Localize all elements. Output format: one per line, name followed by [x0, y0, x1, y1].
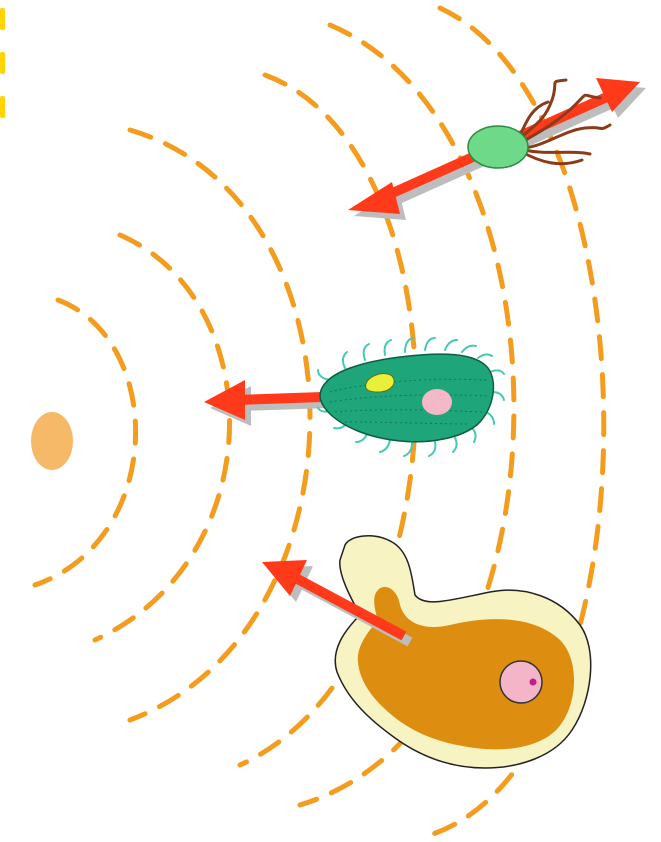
gradient-wave — [95, 235, 230, 640]
corner-mark — [0, 8, 5, 30]
ciliate-nucleus — [422, 389, 452, 415]
ciliate — [204, 338, 504, 456]
gradient-wave — [130, 130, 310, 720]
corner-mark — [0, 52, 5, 74]
amoeba — [262, 536, 591, 768]
corner-marks — [0, 8, 5, 118]
flagellate-body — [468, 126, 528, 168]
ciliate-body — [320, 354, 493, 442]
chemical-source — [31, 412, 73, 470]
corner-mark — [0, 96, 5, 118]
amoeba-nucleolus — [530, 679, 537, 686]
flagellate — [348, 78, 646, 220]
ciliate-movement-arrow — [204, 380, 322, 420]
